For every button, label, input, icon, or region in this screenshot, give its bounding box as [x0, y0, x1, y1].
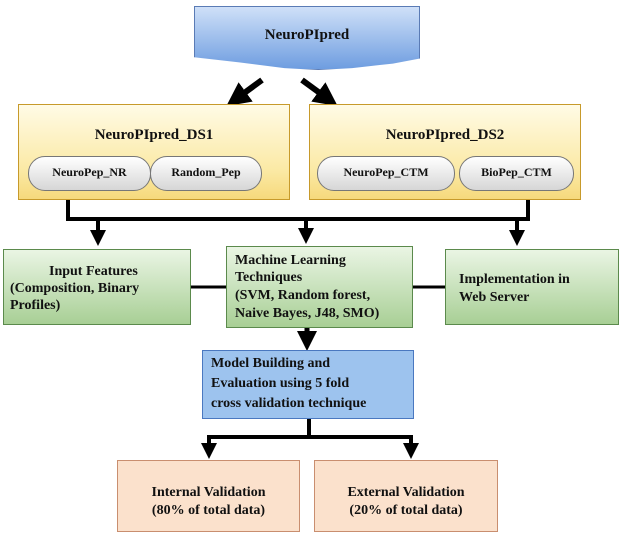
ml-techniques-line: Machine Learning: [235, 253, 346, 268]
implementation-node: Implementation in Web Server: [445, 249, 619, 325]
model-building-line: Model Building and: [211, 356, 331, 371]
external-validation-node: External Validation (20% of total data): [314, 460, 498, 532]
internal-validation-node: Internal Validation (80% of total data): [117, 460, 300, 532]
dataset-node-ds2: NeuroPIpred_DS2 NeuroPep_CTM BioPep_CTM: [309, 104, 581, 200]
ml-techniques-line: Naive Bayes, J48, SMO): [235, 306, 380, 321]
dataset-pill: Random_Pep: [150, 156, 262, 191]
input-features-node: Input Features (Composition, Binary Prof…: [3, 249, 191, 325]
input-features-line: Input Features: [49, 264, 138, 279]
external-validation-line: (20% of total data): [349, 503, 463, 518]
dataset-title: NeuroPIpred_DS1: [94, 127, 214, 143]
ml-techniques-line: (SVM, Random forest,: [235, 288, 371, 303]
model-building-line: cross validation technique: [211, 396, 367, 411]
dataset-pill: BioPep_CTM: [459, 156, 574, 191]
external-validation-line: External Validation: [347, 485, 465, 500]
connector-ds-bus: [66, 200, 530, 221]
connector-model-to-validation: [201, 419, 419, 459]
implementation-line: Implementation in: [459, 272, 570, 287]
title-node: NeuroPIpred: [194, 6, 420, 70]
model-building-line: Evaluation using 5 fold: [211, 376, 350, 391]
dataset-pill: NeuroPep_CTM: [317, 156, 455, 191]
dataset-node-ds1: NeuroPIpred_DS1 NeuroPep_NR Random_Pep: [18, 104, 290, 200]
ml-techniques-line: Techniques: [235, 270, 303, 285]
internal-validation-line: Internal Validation: [151, 485, 266, 500]
dataset-title: NeuroPIpred_DS2: [385, 127, 505, 143]
ml-techniques-node: Machine Learning Techniques (SVM, Random…: [226, 246, 413, 328]
input-features-line: Profiles): [10, 298, 61, 313]
connector-title-to-ds1: [226, 77, 264, 107]
model-building-node: Model Building and Evaluation using 5 fo…: [202, 350, 414, 419]
input-features-line: (Composition, Binary: [10, 281, 140, 296]
connector-title-to-ds2: [300, 77, 338, 107]
dataset-pill: NeuroPep_NR: [28, 156, 151, 191]
implementation-line: Web Server: [459, 290, 530, 305]
internal-validation-line: (80% of total data): [151, 503, 266, 518]
title-label: NeuroPIpred: [264, 27, 350, 43]
